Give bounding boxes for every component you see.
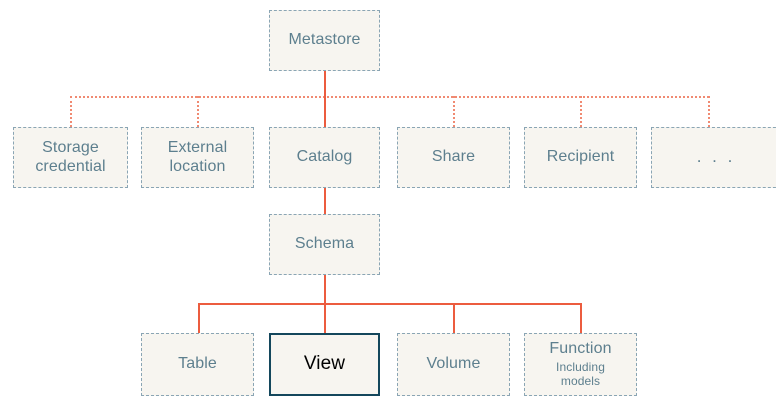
connector-metastore-stem [324, 70, 326, 97]
node-storage-credential[interactable]: Storage credential [13, 127, 128, 188]
node-schema[interactable]: Schema [269, 214, 380, 275]
node-function[interactable]: Function Including models [524, 333, 637, 396]
node-catalog-label: Catalog [296, 148, 353, 166]
node-catalog[interactable]: Catalog [269, 127, 380, 188]
node-storage-credential-label: Storage credential [35, 138, 106, 175]
connector-drop-share [453, 96, 455, 127]
connector-drop-table [198, 303, 200, 333]
connector-drop-catalog [324, 96, 326, 127]
connector-drop-storage-credential [70, 96, 72, 127]
node-view[interactable]: View [269, 333, 380, 396]
connector-drop-volume [453, 303, 455, 333]
connector-schema-bus [198, 303, 580, 305]
node-metastore[interactable]: Metastore [269, 10, 380, 71]
node-function-sublabel: Including models [556, 360, 605, 389]
connector-schema-stem [324, 275, 326, 304]
node-table[interactable]: Table [141, 333, 254, 396]
node-share[interactable]: Share [397, 127, 510, 188]
node-more[interactable]: . . . [651, 127, 776, 188]
connector-drop-more [708, 96, 710, 127]
node-more-label: . . . [696, 147, 736, 167]
connector-drop-external-location [197, 96, 199, 127]
node-recipient[interactable]: Recipient [524, 127, 637, 188]
connector-drop-function [580, 303, 582, 333]
node-table-label: Table [178, 355, 217, 373]
node-volume-label: Volume [426, 355, 481, 373]
node-share-label: Share [431, 148, 476, 166]
node-volume[interactable]: Volume [397, 333, 510, 396]
node-metastore-label: Metastore [288, 31, 361, 49]
node-function-label: Function [549, 340, 612, 358]
node-external-location[interactable]: External location [141, 127, 254, 188]
connector-metastore-bus [70, 96, 709, 98]
node-schema-label: Schema [294, 235, 355, 253]
connector-drop-view [324, 303, 326, 333]
connector-drop-recipient [580, 96, 582, 127]
node-recipient-label: Recipient [546, 148, 615, 166]
node-view-label: View [303, 353, 346, 375]
node-external-location-label: External location [167, 138, 228, 175]
connector-catalog-schema [324, 188, 326, 214]
